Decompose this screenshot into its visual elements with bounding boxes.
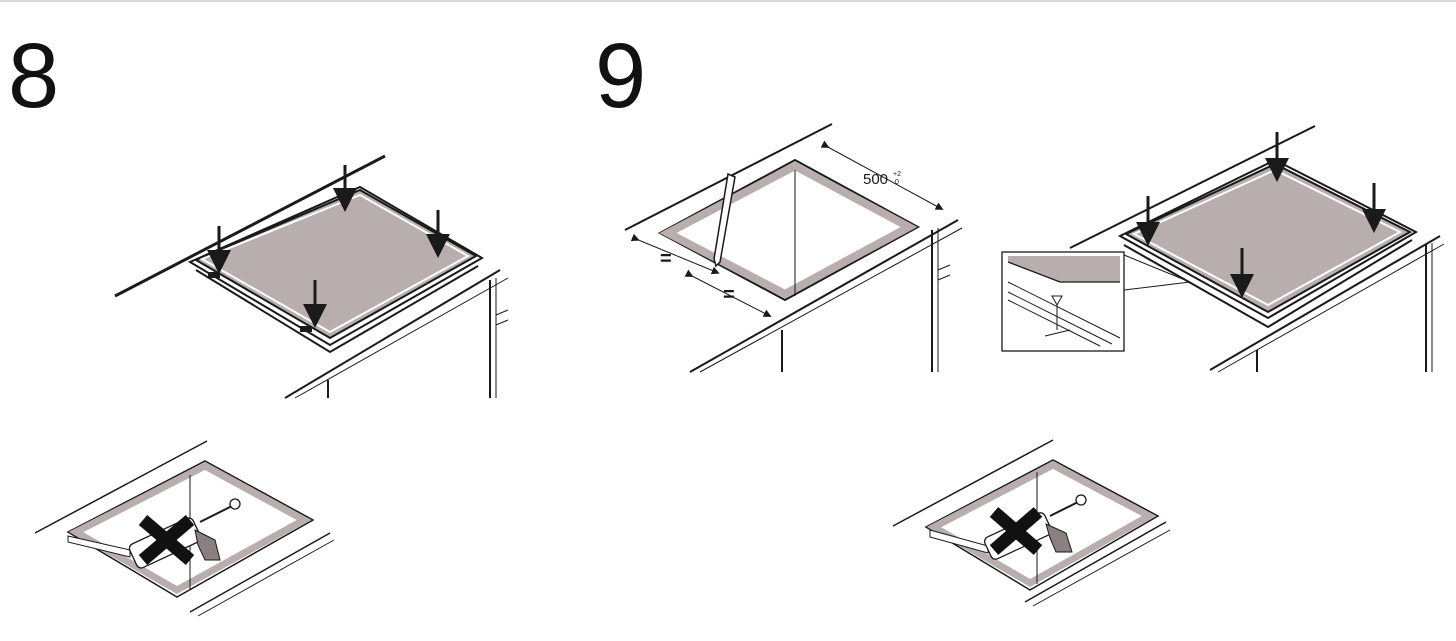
hob-glass-top — [1123, 162, 1413, 314]
forbidden-x-icon — [989, 507, 1043, 555]
equal-mark-right: = — [723, 284, 735, 306]
dimension-tolerance-lower: 0 — [895, 179, 899, 186]
step9-hob-insertion-illustration — [1001, 125, 1445, 373]
dimension-tolerance-upper: +2 — [893, 171, 901, 178]
step8-no-sealant-illustration — [34, 440, 335, 617]
step9-no-sealant-illustration — [892, 439, 1171, 607]
step-number-8: 8 — [8, 25, 60, 127]
dimension-value: 500 — [863, 171, 888, 188]
equal-mark-left: = — [660, 248, 672, 270]
detail-callout-icon — [1001, 251, 1191, 352]
top-divider — [0, 0, 1456, 2]
step-number-9: 9 — [595, 25, 647, 127]
forbidden-x-icon — [138, 515, 195, 565]
step9-cutout-marking-illustration: 500 +2 0 = = — [624, 123, 963, 373]
hob-glass-top — [193, 188, 479, 340]
step8-hob-placement-illustration — [114, 154, 509, 399]
